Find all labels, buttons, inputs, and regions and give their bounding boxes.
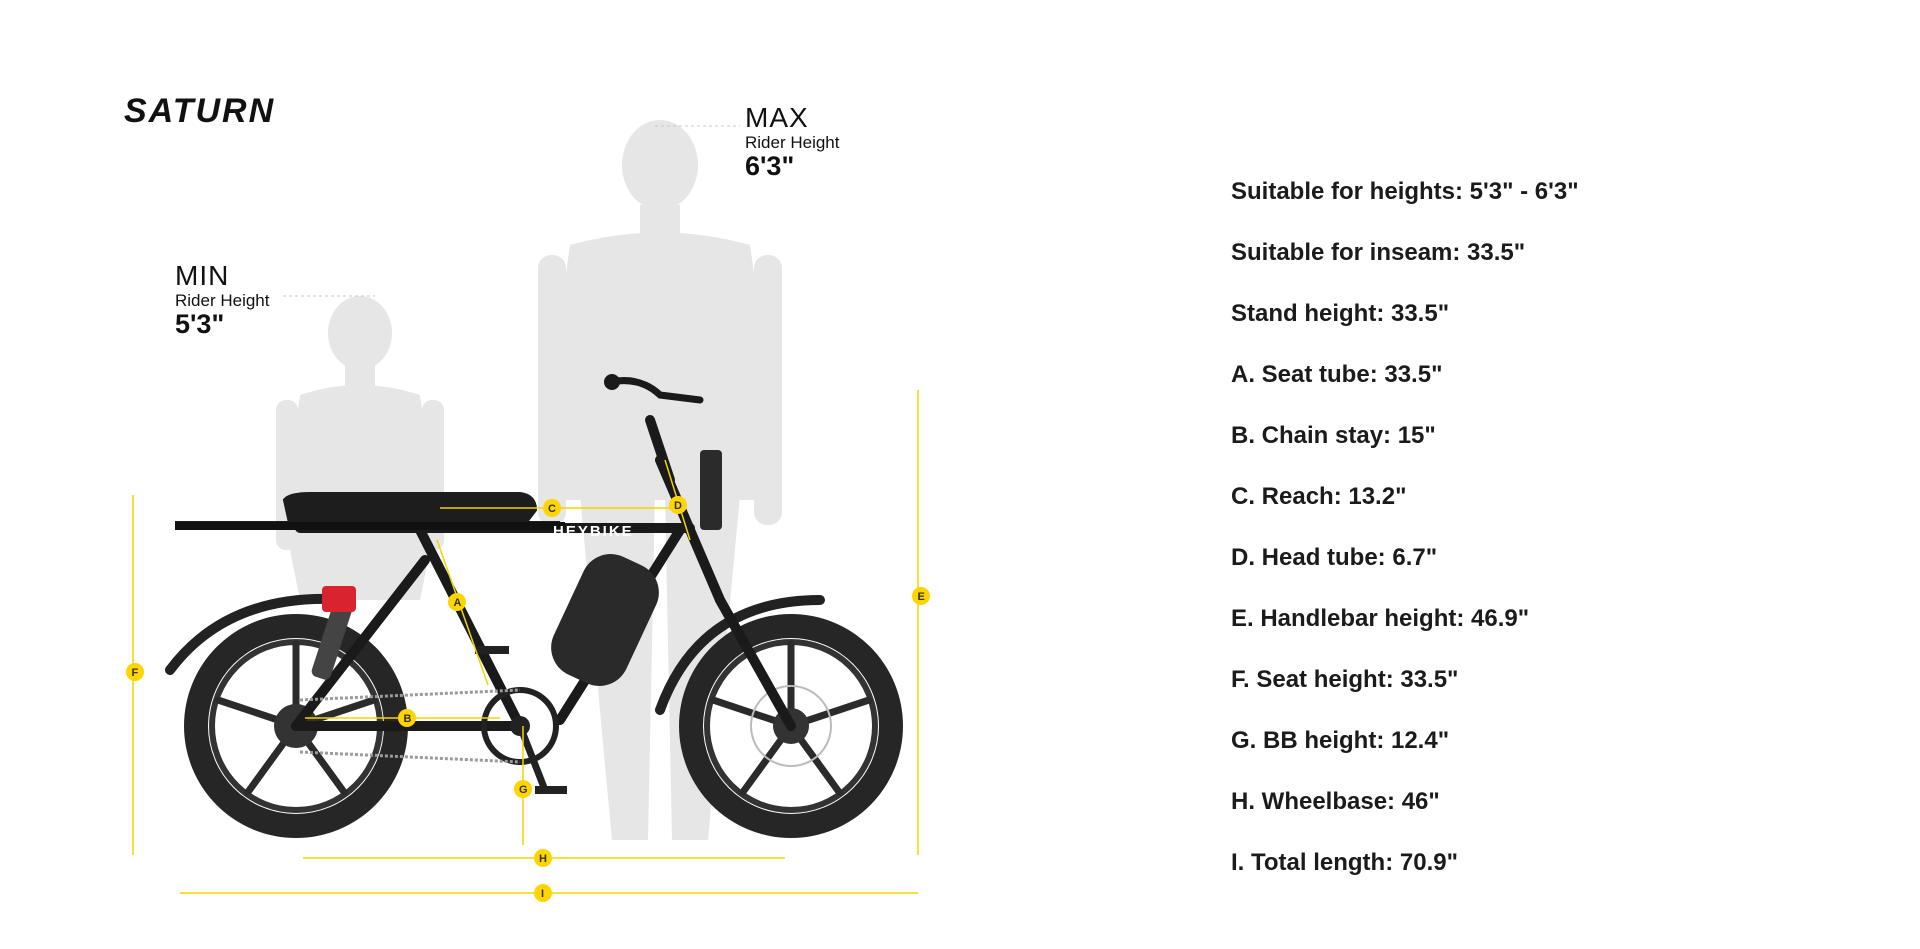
min-rider-title: MIN (175, 260, 230, 291)
max-rider-title: MAX (745, 102, 809, 133)
dim-badge-i: I (534, 884, 552, 902)
svg-text:H: H (539, 853, 547, 865)
min-rider-height-label: MIN Rider Height 5'3" (175, 262, 270, 338)
spec-suitable-inseam: Suitable for inseam: 33.5" (1231, 239, 1526, 266)
dim-badge-e: E (912, 587, 930, 605)
svg-text:F: F (132, 667, 139, 679)
spec-seat-tube: A. Seat tube: 33.5" (1231, 361, 1443, 388)
dim-badge-c: C (543, 499, 561, 517)
svg-text:I: I (541, 888, 544, 900)
dim-badge-g: G (514, 780, 532, 798)
dim-badge-b: B (398, 709, 416, 727)
dim-badge-a: A (448, 593, 466, 611)
min-rider-value: 5'3" (175, 309, 225, 339)
spec-head-tube: D. Head tube: 6.7" (1231, 544, 1438, 571)
spec-stand-height: Stand height: 33.5" (1231, 300, 1450, 327)
spec-list: Suitable for heights: 5'3" - 6'3" Suitab… (1231, 175, 1579, 907)
bike-drawing: HEYBIKE (165, 374, 903, 838)
svg-text:E: E (918, 591, 925, 603)
max-rider-value: 6'3" (745, 151, 795, 181)
max-rider-subtitle: Rider Height (745, 133, 840, 152)
spec-chain-stay: B. Chain stay: 15" (1231, 422, 1436, 449)
svg-text:B: B (404, 713, 412, 725)
spec-seat-height: F. Seat height: 33.5" (1231, 666, 1459, 693)
min-rider-silhouette (276, 296, 444, 600)
min-rider-subtitle: Rider Height (175, 291, 270, 310)
brand-logo: SATURN (124, 92, 276, 130)
max-rider-height-label: MAX Rider Height 6'3" (745, 104, 840, 180)
svg-text:A: A (454, 597, 462, 609)
spec-reach: C. Reach: 13.2" (1231, 483, 1407, 510)
dim-badge-h: H (534, 849, 552, 867)
frame-brand-text: HEYBIKE (553, 523, 634, 540)
spec-suitable-heights: Suitable for heights: 5'3" - 6'3" (1231, 178, 1579, 205)
svg-text:D: D (674, 500, 682, 512)
spec-bb-height: G. BB height: 12.4" (1231, 727, 1450, 754)
svg-text:C: C (548, 503, 556, 515)
spec-wheelbase: H. Wheelbase: 46" (1231, 788, 1440, 815)
dim-badge-f: F (126, 663, 144, 681)
svg-text:G: G (519, 784, 528, 796)
spec-handlebar-height: E. Handlebar height: 46.9" (1231, 605, 1530, 632)
spec-total-length: I. Total length: 70.9" (1231, 849, 1458, 876)
dim-badge-d: D (669, 496, 687, 514)
dim-a-line (436, 539, 489, 686)
